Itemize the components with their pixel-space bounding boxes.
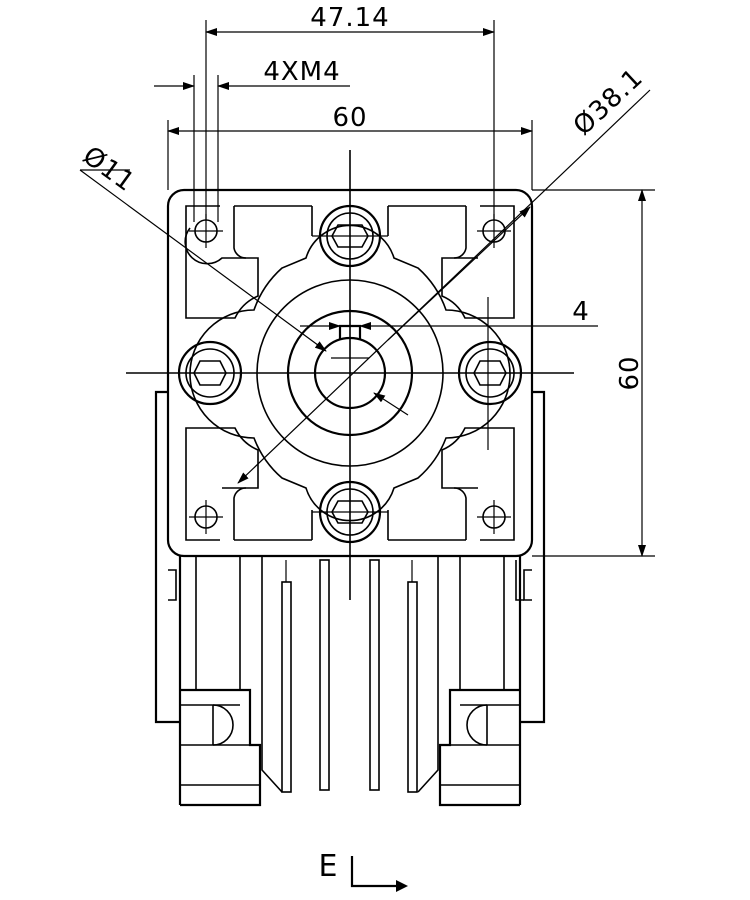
dim-diameter-inner: Ø11 (77, 141, 140, 199)
center-lines (126, 150, 574, 600)
dim-top-span: 47.14 (310, 3, 389, 33)
dim-height: 60 (615, 355, 645, 390)
dim-key-width: 4 (572, 297, 590, 327)
dim-width: 60 (332, 103, 367, 133)
dim-thread: 4XM4 (263, 57, 340, 87)
dimension-lines (79, 20, 655, 892)
view-label: E (319, 849, 338, 884)
lower-housing (154, 390, 546, 807)
